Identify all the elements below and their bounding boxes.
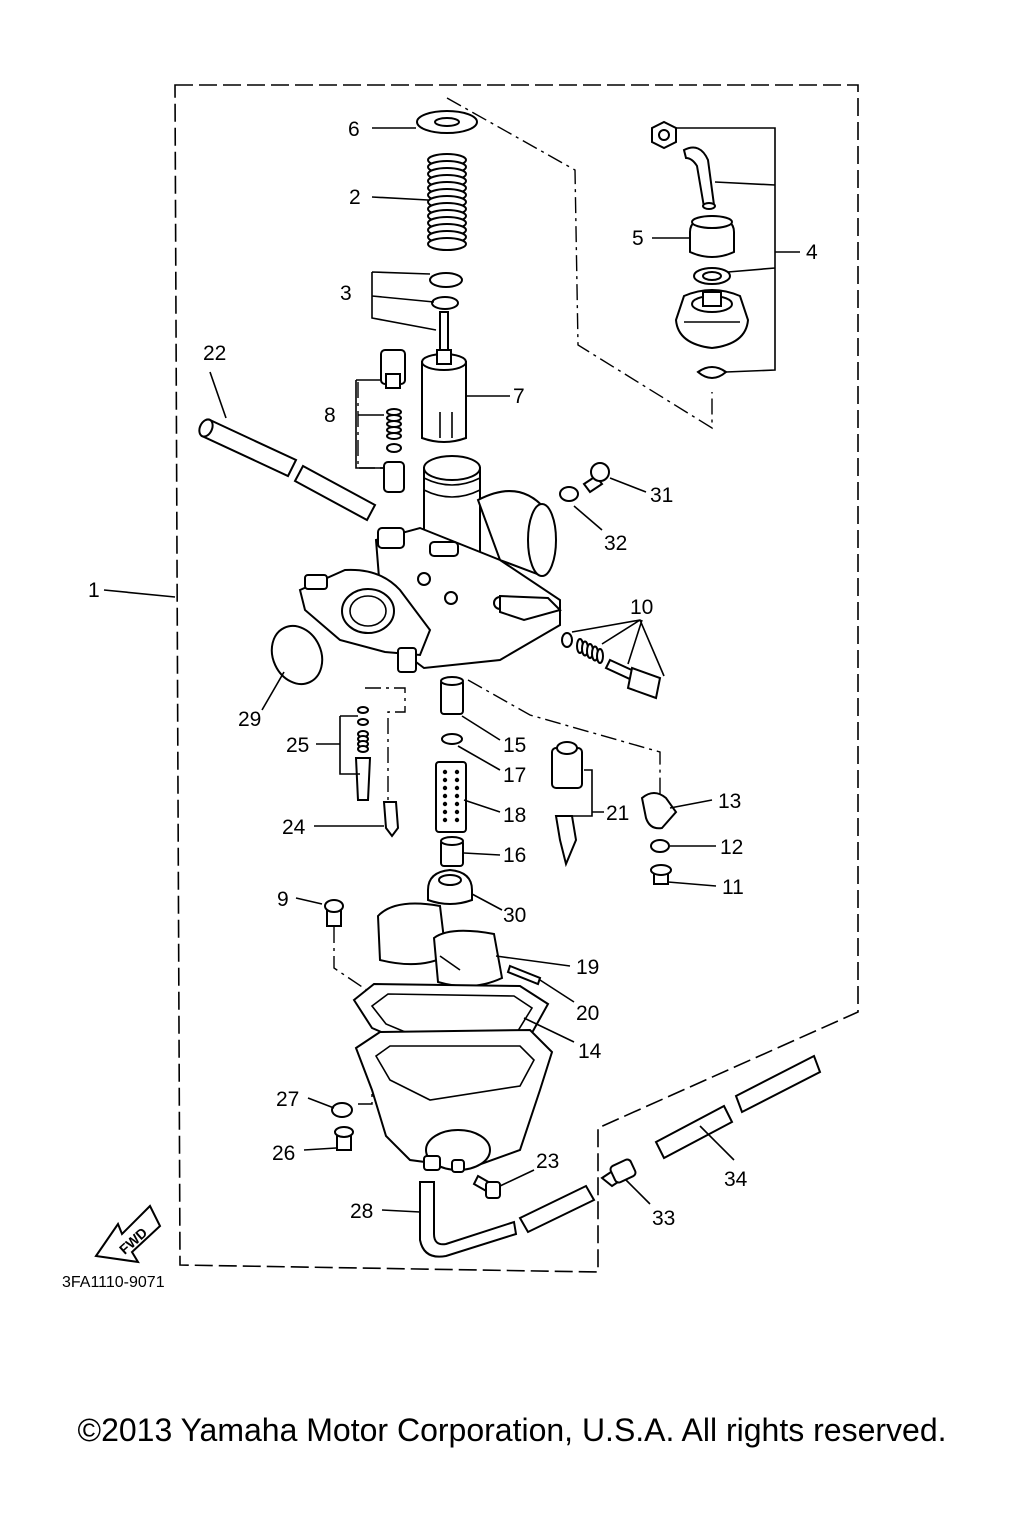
callout-13: 13 bbox=[718, 790, 741, 813]
part-9-plug bbox=[324, 899, 344, 927]
part-31-screw bbox=[582, 462, 610, 494]
callout-17: 17 bbox=[503, 764, 526, 787]
callout-1: 1 bbox=[88, 579, 100, 602]
part-30-float-valve-seat bbox=[427, 868, 473, 905]
part-6-washer bbox=[416, 110, 478, 134]
callout-20: 20 bbox=[576, 1002, 599, 1025]
callout-26: 26 bbox=[272, 1142, 295, 1165]
part-34-hose bbox=[654, 1054, 822, 1160]
callout-25: 25 bbox=[286, 734, 309, 757]
jet-hole bbox=[454, 801, 460, 807]
part-28-hose bbox=[419, 1181, 518, 1258]
callout-5: 5 bbox=[632, 227, 644, 250]
part-2-spring bbox=[427, 153, 467, 251]
callout-28: 28 bbox=[350, 1200, 373, 1223]
spring-coil bbox=[596, 648, 604, 664]
part-3-clip-set bbox=[429, 272, 463, 353]
assembly-boundary bbox=[174, 84, 859, 1273]
part-27-washer bbox=[331, 1102, 353, 1118]
part-21-needle-valve-set bbox=[551, 741, 583, 868]
jet-hole bbox=[442, 801, 448, 807]
callout-27: 27 bbox=[276, 1088, 299, 1111]
jet-hole bbox=[454, 785, 460, 791]
callout-22: 22 bbox=[203, 342, 226, 365]
carburetor-exploded-diagram: FWD 1 2 3 4 5 6 7 8 9 10 11 12 13 14 15 … bbox=[62, 84, 859, 1291]
fwd-arrow-icon: FWD bbox=[94, 1204, 162, 1264]
callout-19: 19 bbox=[576, 956, 599, 979]
alignment-line bbox=[446, 97, 713, 430]
part-32-washer bbox=[559, 486, 579, 502]
callout-9: 9 bbox=[277, 888, 289, 911]
callout-33: 33 bbox=[652, 1207, 675, 1230]
jet-hole bbox=[454, 809, 460, 815]
callout-16: 16 bbox=[503, 844, 526, 867]
jet-hole bbox=[442, 769, 448, 775]
part-33-joint bbox=[600, 1158, 637, 1188]
callout-24: 24 bbox=[282, 816, 306, 839]
callout-15: 15 bbox=[503, 734, 526, 757]
jet-hole bbox=[454, 769, 460, 775]
jet-hole bbox=[442, 785, 448, 791]
callout-21: 21 bbox=[606, 802, 629, 825]
part-11-screw bbox=[650, 864, 672, 885]
part-26-screw bbox=[334, 1126, 354, 1151]
float-bowl bbox=[354, 1028, 554, 1173]
jet-hole bbox=[442, 793, 448, 799]
overflow-hose bbox=[518, 1184, 596, 1234]
callout-31: 31 bbox=[650, 484, 673, 507]
part-10-screw-set bbox=[561, 632, 662, 700]
jet-hole bbox=[454, 817, 460, 823]
callout-2: 2 bbox=[349, 186, 361, 209]
part-16-main-jet bbox=[440, 836, 464, 867]
jet-hole bbox=[454, 793, 460, 799]
part-13-plate bbox=[640, 792, 678, 830]
part-17-o-ring bbox=[441, 733, 463, 745]
jet-hole bbox=[454, 777, 460, 783]
callout-10: 10 bbox=[630, 596, 653, 619]
callout-11: 11 bbox=[722, 876, 744, 899]
copyright-notice: ©2013 Yamaha Motor Corporation, U.S.A. A… bbox=[77, 1412, 947, 1448]
part-1-carburetor-body bbox=[298, 455, 562, 673]
part-23-drain-screw bbox=[472, 1174, 501, 1199]
callout-3: 3 bbox=[340, 282, 352, 305]
part-8-screw-set bbox=[380, 349, 406, 493]
callout-4: 4 bbox=[806, 241, 818, 264]
callout-23: 23 bbox=[536, 1150, 559, 1173]
callout-labels: 1 2 3 4 5 6 7 8 9 10 11 12 13 14 15 16 1… bbox=[88, 118, 818, 1230]
spring-coil bbox=[357, 745, 369, 753]
leader-lines bbox=[103, 127, 800, 1213]
part-7-throttle-valve bbox=[421, 349, 467, 443]
callout-7: 7 bbox=[513, 385, 525, 408]
part-24-pilot-jet bbox=[382, 801, 400, 838]
callout-6: 6 bbox=[348, 118, 360, 141]
callout-8: 8 bbox=[324, 404, 336, 427]
part-18-main-jet-holder bbox=[435, 761, 467, 833]
part-15-needle-jet bbox=[440, 676, 464, 715]
part-22-tube bbox=[198, 418, 377, 522]
part-29-o-ring bbox=[270, 624, 324, 686]
part-12-washer bbox=[650, 839, 670, 853]
spring-coil bbox=[427, 237, 467, 251]
diagram-code: 3FA1110-9071 bbox=[62, 1274, 165, 1291]
callout-32: 32 bbox=[604, 532, 627, 555]
callout-12: 12 bbox=[720, 836, 743, 859]
callout-29: 29 bbox=[238, 708, 261, 731]
callout-14: 14 bbox=[578, 1040, 602, 1063]
jet-hole bbox=[442, 809, 448, 815]
part-4-top-cap-assembly bbox=[651, 120, 750, 379]
spring-coil bbox=[386, 432, 402, 440]
callout-30: 30 bbox=[503, 904, 526, 927]
jet-hole bbox=[442, 817, 448, 823]
jet-hole bbox=[442, 777, 448, 783]
callout-34: 34 bbox=[724, 1168, 748, 1191]
part-19-float bbox=[376, 902, 504, 988]
part-25-screw-set bbox=[354, 706, 372, 801]
callout-18: 18 bbox=[503, 804, 526, 827]
part-20-pin bbox=[506, 964, 542, 986]
